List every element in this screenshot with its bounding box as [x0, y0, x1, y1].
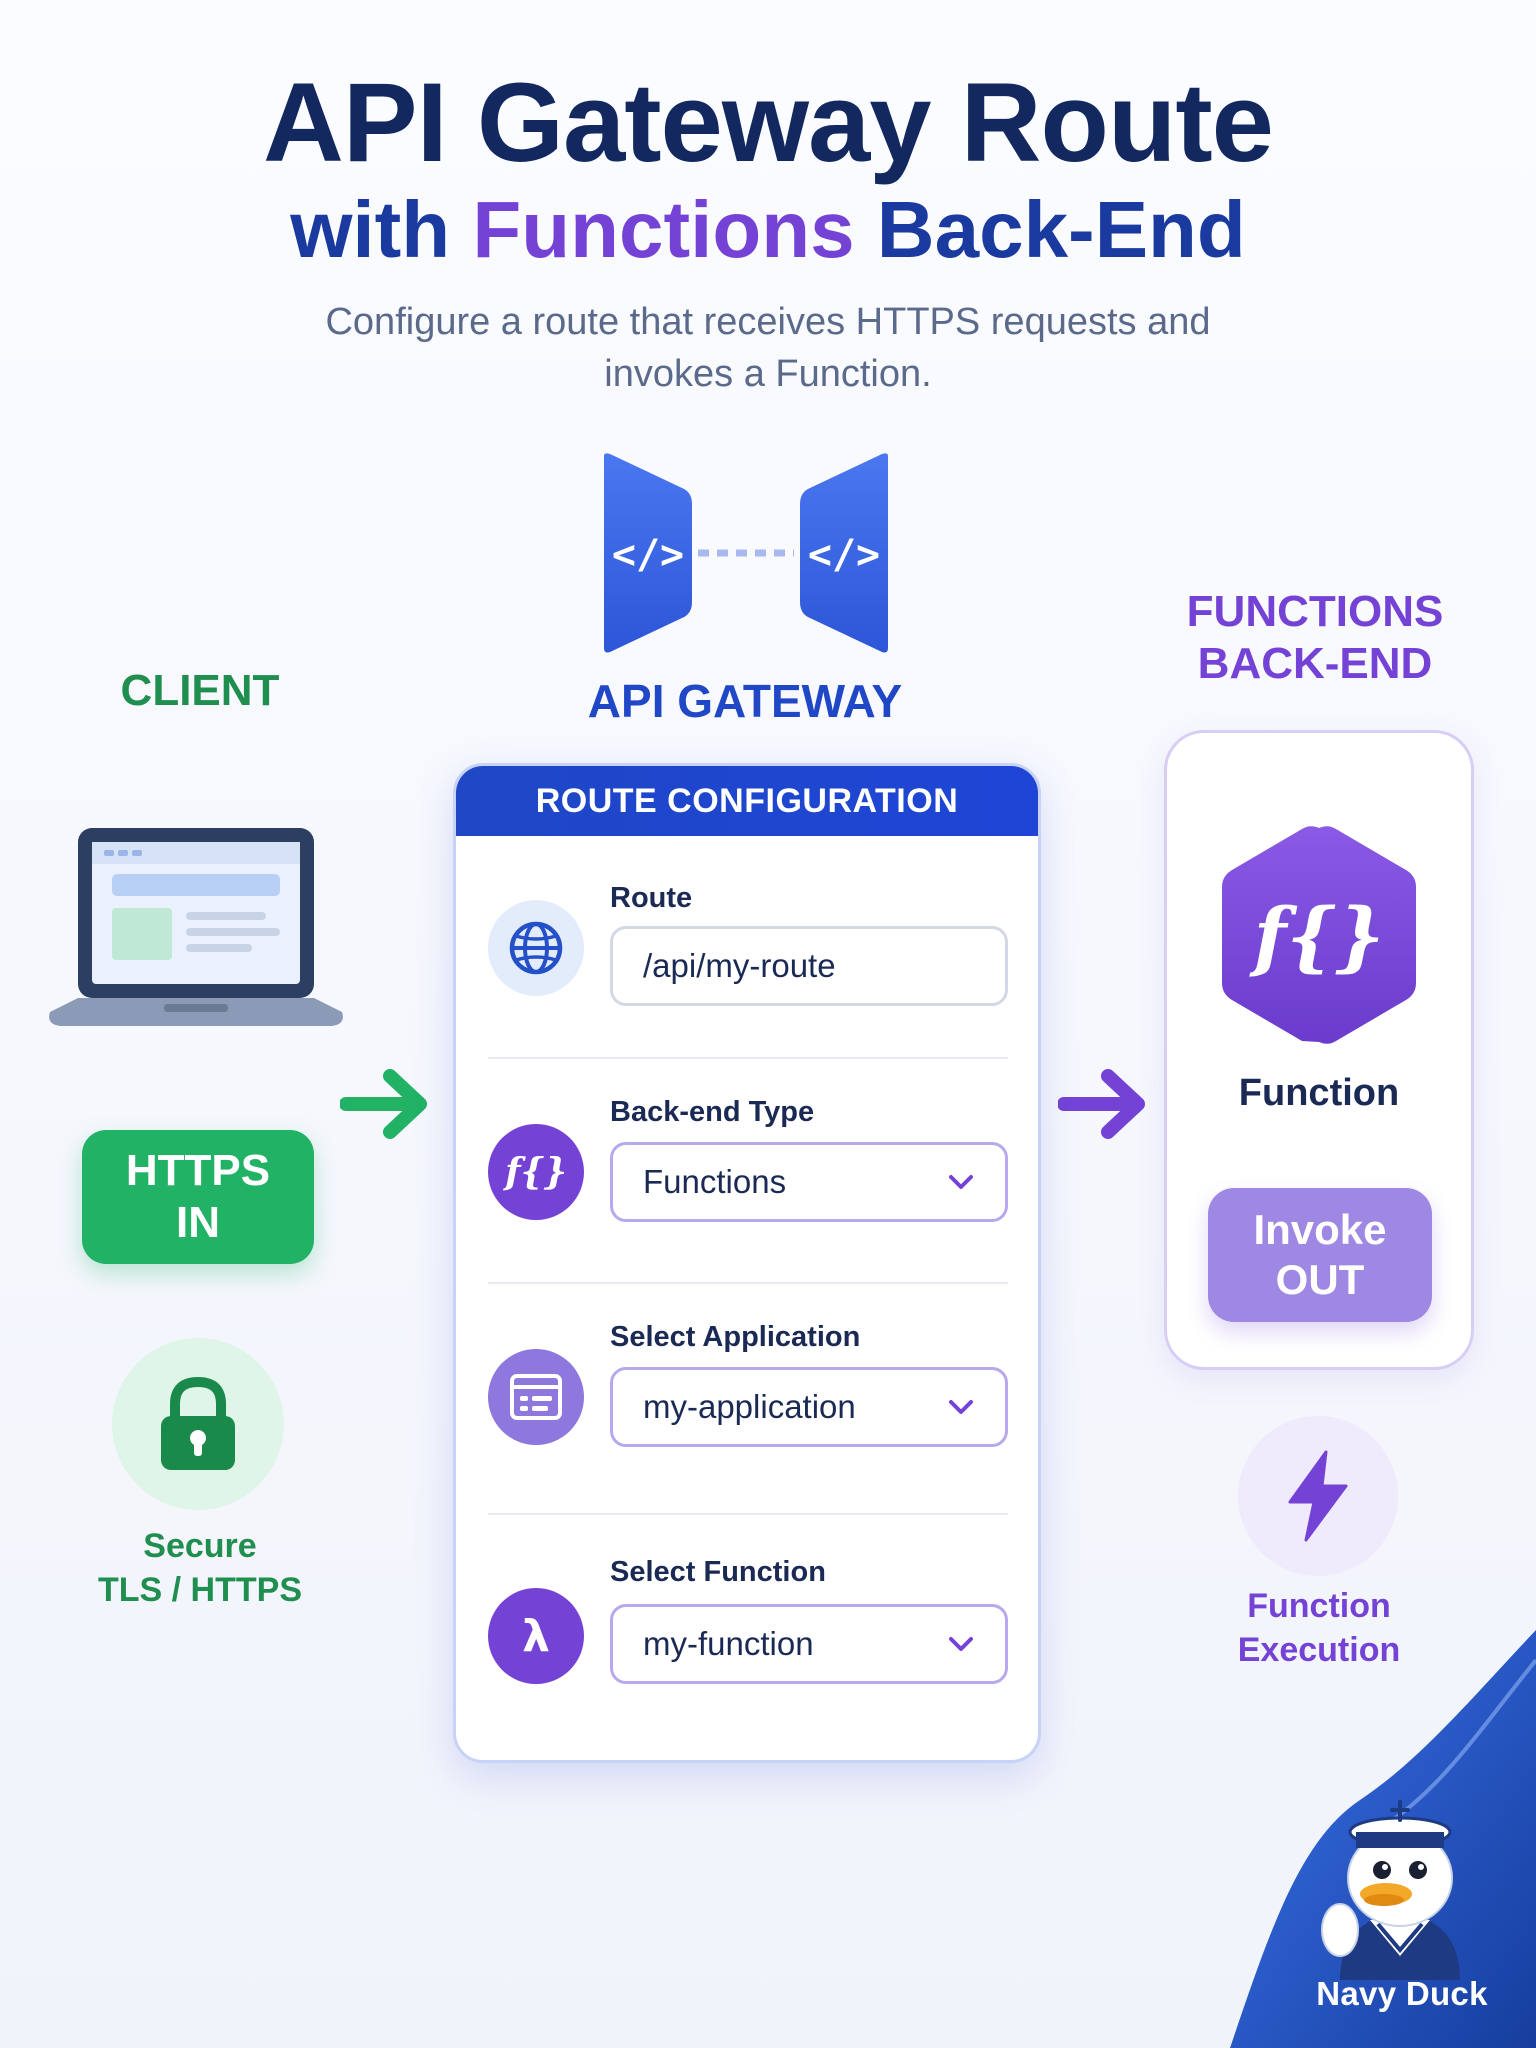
lightning-bolt-icon: [1288, 1450, 1348, 1542]
select-function-label: Select Function: [610, 1556, 826, 1588]
route-label: Route: [610, 882, 693, 914]
page-title-line-2: with Functions Back-End: [290, 185, 1246, 274]
backend-type-field-row: f{} Back-end Type Functions: [456, 1086, 1038, 1306]
function-select-value: my-function: [643, 1625, 814, 1662]
route-configuration-panel: ROUTE CONFIGURATION Route /api/my-route …: [453, 763, 1041, 1763]
page-title: API Gateway Route: [263, 60, 1274, 185]
route-configuration-header: ROUTE CONFIGURATION: [456, 766, 1038, 836]
functions-backend-heading: FUNCTIONS BACK-END: [1186, 587, 1444, 688]
secure-tls-label: Secure TLS / HTTPS: [98, 1527, 302, 1609]
function-hexagon-icon: f{}: [1222, 826, 1416, 1044]
brand-name: Navy Duck: [1316, 1975, 1488, 2012]
arrow-right-purple-icon: [1058, 1069, 1145, 1139]
sailor-duck-mascot: [1321, 1800, 1460, 1980]
gateway-glyph-right: </>: [808, 532, 880, 578]
chevron-down-icon: [949, 1400, 973, 1414]
route-input[interactable]: /api/my-route: [610, 926, 1008, 1006]
backend-type-value: Functions: [643, 1163, 787, 1200]
code-brackets-icon: </> </>: [604, 453, 888, 653]
lock-icon: [161, 1376, 235, 1470]
laptop-icon: [49, 828, 343, 1026]
field-divider: [488, 1282, 1008, 1284]
select-application-label: Select Application: [610, 1321, 861, 1353]
backend-type-select[interactable]: Functions: [610, 1142, 1008, 1222]
select-function-field-row: λ Select Function my-function: [456, 1548, 1038, 1760]
page-subtitle: Configure a route that receives HTTPS re…: [325, 301, 1211, 395]
route-input-value: /api/my-route: [643, 947, 836, 984]
api-gateway-heading: API GATEWAY: [587, 675, 903, 727]
lightning-bolt-icon-circle: [1238, 1416, 1398, 1576]
select-application-field-row: Select Application my-application: [456, 1311, 1038, 1531]
globe-icon-circle: [488, 900, 584, 996]
arrow-right-green-icon: [340, 1069, 427, 1139]
function-glyph: f{}: [1249, 891, 1384, 980]
gateway-glyph-left: </>: [612, 532, 684, 578]
function-label: Function: [1238, 1072, 1400, 1114]
lambda-icon-circle: λ: [488, 1588, 584, 1684]
title-accent-functions: Functions: [472, 185, 855, 274]
client-heading: CLIENT: [120, 666, 280, 715]
application-window-icon: [510, 1374, 562, 1420]
chevron-down-icon: [949, 1175, 973, 1189]
field-divider: [488, 1513, 1008, 1515]
function-icon-circle: f{}: [488, 1124, 584, 1220]
globe-icon: [509, 921, 563, 975]
backend-type-label: Back-end Type: [610, 1096, 815, 1128]
function-icon: f{}: [505, 1151, 567, 1193]
route-field-row: Route /api/my-route: [456, 870, 1038, 1090]
function-select[interactable]: my-function: [610, 1604, 1008, 1684]
application-select-value: my-application: [643, 1388, 856, 1425]
lambda-icon: λ: [522, 1610, 550, 1662]
application-window-icon-circle: [488, 1349, 584, 1445]
function-execution-label: Function Execution: [1237, 1587, 1401, 1669]
application-select[interactable]: my-application: [610, 1367, 1008, 1447]
lock-icon-circle: [112, 1338, 284, 1510]
field-divider: [488, 1057, 1008, 1059]
chevron-down-icon: [949, 1637, 973, 1651]
